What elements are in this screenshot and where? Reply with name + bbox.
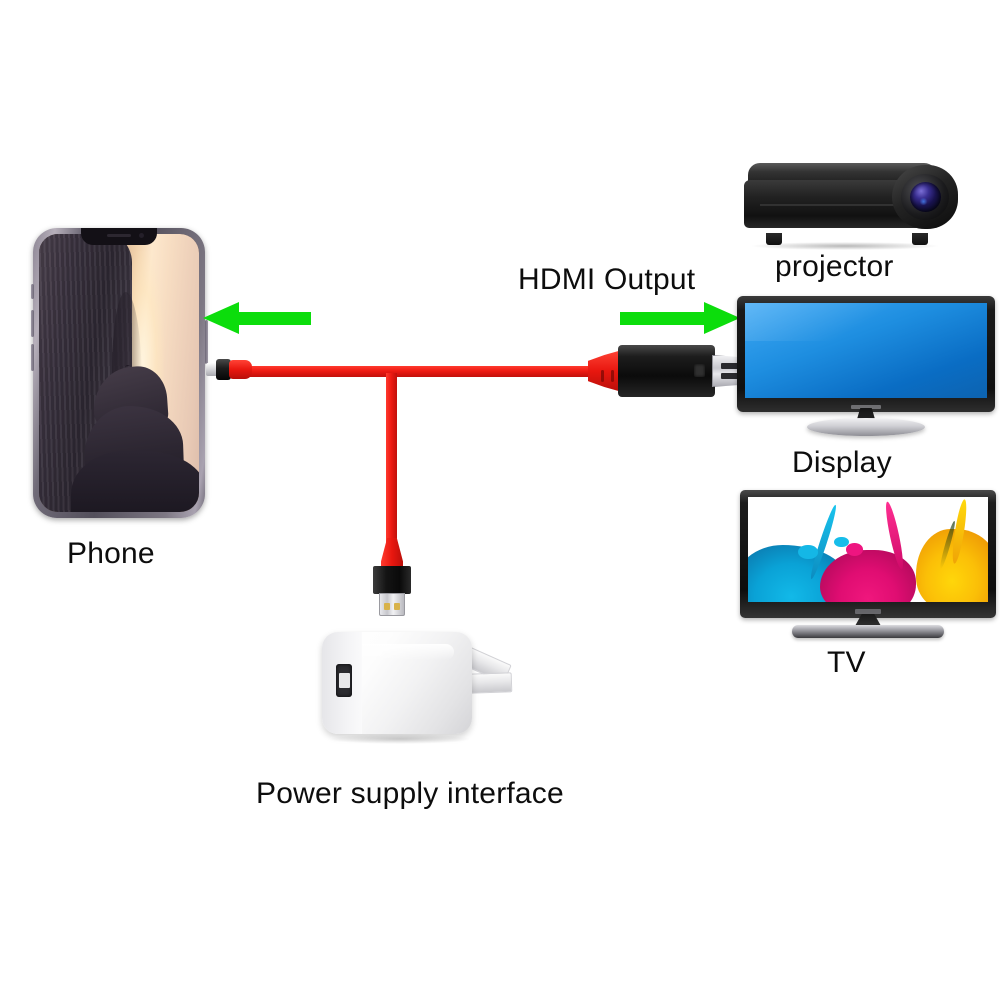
- arrow-shaft-right: [620, 312, 704, 325]
- tv-stand-base: [792, 625, 944, 638]
- hdmi-vent-slot-2: [611, 370, 614, 382]
- projector-foot-right: [912, 233, 928, 245]
- wallpaper-ridge-3: [71, 450, 199, 512]
- paint-drop-magenta: [846, 543, 864, 556]
- tv-device: [740, 490, 996, 640]
- volume-down-button[interactable]: [30, 344, 34, 371]
- usb-port-tongue: [339, 673, 350, 688]
- projector-top-panel: [748, 163, 938, 185]
- arrow-head-left: [203, 302, 239, 334]
- projector-shadow: [752, 242, 938, 250]
- usb-port-icon: [336, 664, 352, 697]
- display-device: [737, 296, 995, 436]
- tv-screen: [748, 497, 988, 602]
- hdmi-vent-slot-1: [601, 370, 604, 382]
- tv-brand-mark: [855, 609, 881, 614]
- display-screen: [745, 303, 987, 398]
- tv-stand-neck: [855, 614, 881, 626]
- phone-label: Phone: [67, 537, 155, 570]
- power-supply-label: Power supply interface: [256, 777, 564, 810]
- cable-main-segment: [238, 366, 598, 377]
- front-camera-icon: [139, 233, 144, 238]
- arrow-shaft-left: [237, 312, 311, 325]
- power-adapter-device: [322, 622, 542, 744]
- phone-notch: [81, 228, 157, 245]
- arrow-to-display-icon: [620, 302, 740, 334]
- phone-screen: [39, 234, 199, 512]
- hdmi-output-label: HDMI Output: [518, 263, 696, 296]
- display-brand-mark: [851, 405, 881, 409]
- usb-strain-relief: [381, 538, 403, 568]
- paint-splash-yellow: [916, 528, 988, 602]
- lightning-connector: [206, 355, 252, 385]
- projector-foot-left: [766, 233, 782, 245]
- phone-body: [30, 228, 208, 518]
- display-label: Display: [792, 446, 892, 479]
- hdmi-indicator-window: [694, 364, 705, 377]
- display-screen-gloss: [745, 303, 900, 341]
- tv-bezel: [740, 490, 996, 618]
- display-bezel: [737, 296, 995, 412]
- adapter-highlight: [336, 644, 454, 660]
- paint-drop-cyan-1: [798, 545, 818, 559]
- projector-lens-icon: [910, 182, 941, 212]
- cable-power-branch: [386, 373, 397, 551]
- adapter-shadow: [330, 734, 470, 744]
- usb-body: [373, 566, 411, 594]
- usb-a-connector: [373, 538, 411, 616]
- arrow-head-right: [704, 302, 740, 334]
- lightning-tip: [206, 363, 218, 376]
- arrow-to-phone-icon: [203, 302, 311, 334]
- projector-seam: [760, 204, 910, 206]
- tv-label: TV: [827, 646, 866, 679]
- power-button[interactable]: [204, 320, 208, 364]
- lightning-strain-relief: [229, 360, 252, 379]
- projector-device: [742, 163, 958, 250]
- hdmi-adapter: [588, 345, 748, 397]
- paint-drop-cyan-2: [834, 536, 849, 548]
- hdmi-adapter-body: [618, 345, 715, 397]
- phone-device: [30, 228, 208, 518]
- lightning-collar: [216, 359, 231, 380]
- earpiece-speaker-icon: [107, 234, 131, 237]
- usb-metal-tip: [379, 593, 405, 616]
- volume-up-button[interactable]: [30, 310, 34, 337]
- hdmi-strain-relief: [588, 350, 622, 392]
- silent-switch[interactable]: [30, 284, 34, 299]
- display-stand-base: [807, 418, 925, 436]
- projector-label: projector: [775, 250, 894, 283]
